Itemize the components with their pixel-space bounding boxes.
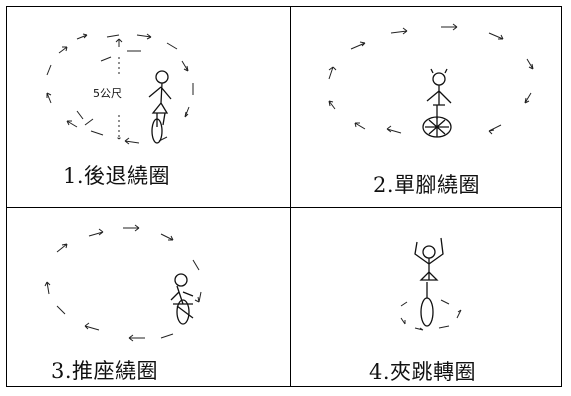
circle-path-arrows [46, 33, 194, 145]
panel-1-caption: 1.後退繞圈 [63, 164, 171, 188]
distance-label: 5公尺 [93, 87, 122, 100]
panel-3: 3.推座繞圈 [7, 208, 290, 388]
circle-path-arrows [328, 23, 534, 135]
panel-4: 4.夾跳轉圈 [291, 208, 563, 388]
rider-figure [414, 237, 444, 327]
panel-2: 2.單腳繞圈 [291, 7, 563, 207]
grid-divider-horizontal [7, 207, 561, 208]
panel-2-caption: 2.單腳繞圈 [373, 173, 481, 197]
circle-path-arrows [44, 224, 202, 342]
circle-path-arrows [400, 299, 462, 331]
panel-1-drawing [46, 33, 194, 145]
rider-figure [170, 273, 194, 325]
figure-grid: 5公尺 1.後退繞圈 [6, 6, 562, 387]
panel-3-caption: 3.推座繞圈 [51, 359, 159, 383]
grid-divider-vertical [290, 7, 291, 386]
panel-1: 5公尺 1.後退繞圈 [7, 7, 290, 207]
rider-figure [422, 68, 452, 138]
panel-3-drawing [44, 224, 202, 342]
panel-4-drawing [400, 237, 462, 331]
panel-4-caption: 4.夾跳轉圈 [369, 360, 477, 384]
rider-figure [148, 70, 172, 144]
panel-2-drawing [328, 23, 534, 138]
